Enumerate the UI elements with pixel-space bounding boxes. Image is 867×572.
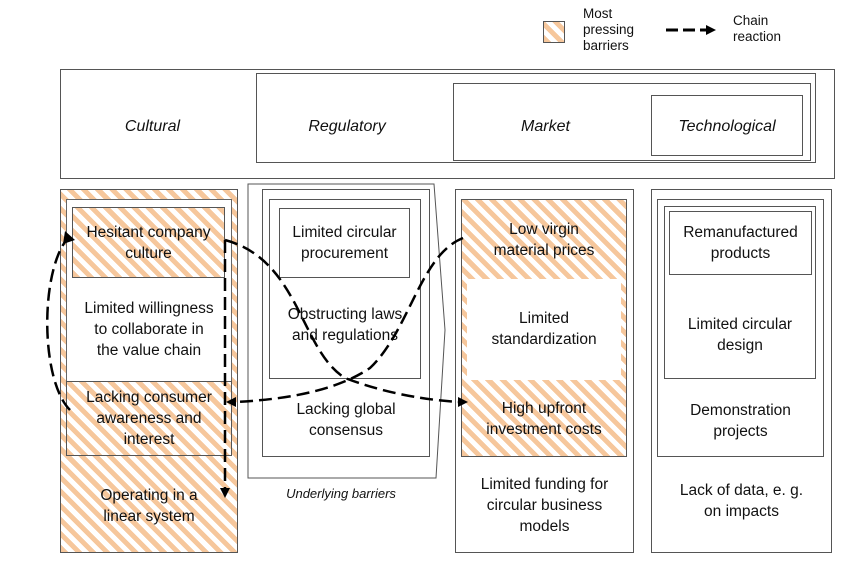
technological-inner-box (664, 206, 816, 379)
cultural-willingness-label: Limited willingness to collaborate in th… (84, 300, 214, 359)
technological-remanufactured-label: Remanufactured products (683, 224, 798, 262)
header-regulatory: Regulatory (308, 117, 386, 135)
market-upfront-label: High upfront investment costs (486, 400, 602, 438)
technological-design-label: Limited circular design (687, 316, 793, 354)
legend-arrow-label: Chain reaction (733, 13, 782, 44)
regulatory-underlying-label: Underlying barriers (286, 485, 396, 501)
legend-hatch-label: Most pressing barriers (583, 6, 635, 53)
technological-remanufactured-box (669, 211, 812, 275)
cultural-awareness-label: Lacking consumer awareness and interest (86, 389, 212, 448)
header-cultural: Cultural (124, 117, 181, 135)
regulatory-laws-label: Obstructing laws and regulations (287, 306, 403, 344)
market-standardization-box (467, 279, 621, 380)
regulatory-procurement-label: Limited circular procurement (292, 224, 397, 262)
technological-data-label: Lack of data, e. g. on impacts (679, 482, 804, 520)
regulatory-consensus-label: Lacking global consensus (296, 401, 396, 439)
technological-mid-box (657, 199, 824, 457)
cultural-linear-label: Operating in a linear system (100, 487, 198, 525)
cultural-hesitant-label: Hesitant company culture (86, 223, 211, 262)
market-standardization-label: Limited standardization (491, 309, 597, 348)
header-technological: Technological (678, 117, 776, 135)
legend-hatch-swatch (543, 21, 565, 43)
header-technological-box (651, 95, 803, 156)
market-funding-label: Limited funding for circular business mo… (480, 475, 609, 535)
technological-demonstration-label: Demonstration projects (690, 402, 791, 440)
market-virgin-label: Low virgin material prices (493, 221, 595, 259)
header-market: Market (521, 117, 570, 135)
cultural-hesitant-box (72, 207, 225, 278)
cultural-awareness-box (66, 381, 232, 456)
